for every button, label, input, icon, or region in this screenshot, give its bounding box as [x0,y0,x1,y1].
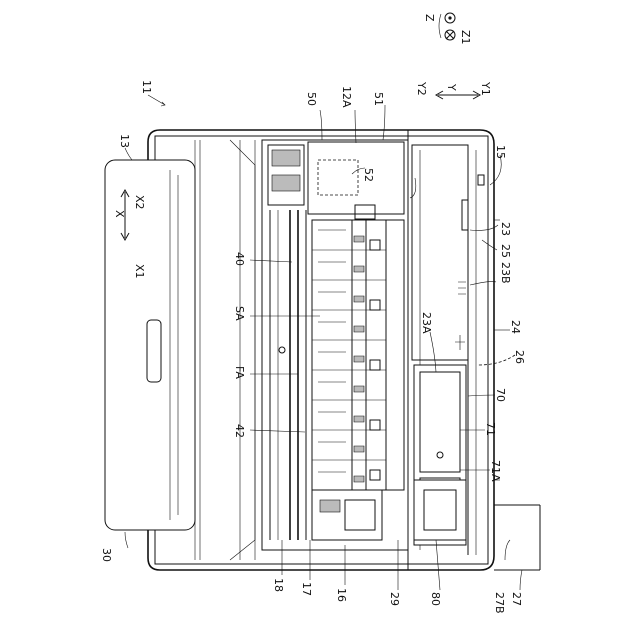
label-11: 11 [140,80,153,94]
y-axis-indicator [436,91,480,99]
z-axis-indicator [439,13,455,40]
label-30: 30 [100,548,113,562]
label-FA: FA [233,366,246,379]
tray-region [412,145,484,550]
label-SA: SA [233,306,246,321]
label-29: 29 [388,592,401,606]
label-23B: 23B [499,262,512,284]
label-26: 26 [513,350,526,364]
label-15: 15 [494,145,507,159]
label-23A: 23A [420,312,433,334]
label-51: 51 [372,92,385,106]
label-80: 80 [429,592,442,606]
label-16: 16 [335,588,348,602]
extension-27 [494,505,540,570]
label-71: 71 [484,422,497,436]
label-23: 23 [499,222,512,236]
label-12A: 12A [340,86,353,108]
label-27: 27 [510,592,523,606]
axis-x1: X1 [133,264,146,279]
axis-z1: Z1 [459,30,472,45]
axis-z: Z [423,14,436,22]
label-42: 42 [233,424,246,438]
label-70: 70 [494,388,507,402]
axis-y2: Y2 [415,81,428,96]
axis-y1: Y1 [479,81,492,96]
label-71A: 71A [489,460,502,482]
label-24: 24 [509,320,522,334]
label-17: 17 [300,582,313,596]
label-13: 13 [118,134,131,148]
axis-x: X [113,210,126,218]
label-52: 52 [362,168,375,182]
label-27B: 27B [493,592,506,614]
axis-x2: X2 [133,195,146,210]
cover-panel [105,140,255,560]
label-18: 18 [272,578,285,592]
module-ticks [312,230,386,482]
carriage-mechanism [262,140,408,550]
label-25: 25 [499,244,512,258]
label-50: 50 [305,92,318,106]
label-40: 40 [233,252,246,266]
axis-y: Y [445,83,458,91]
